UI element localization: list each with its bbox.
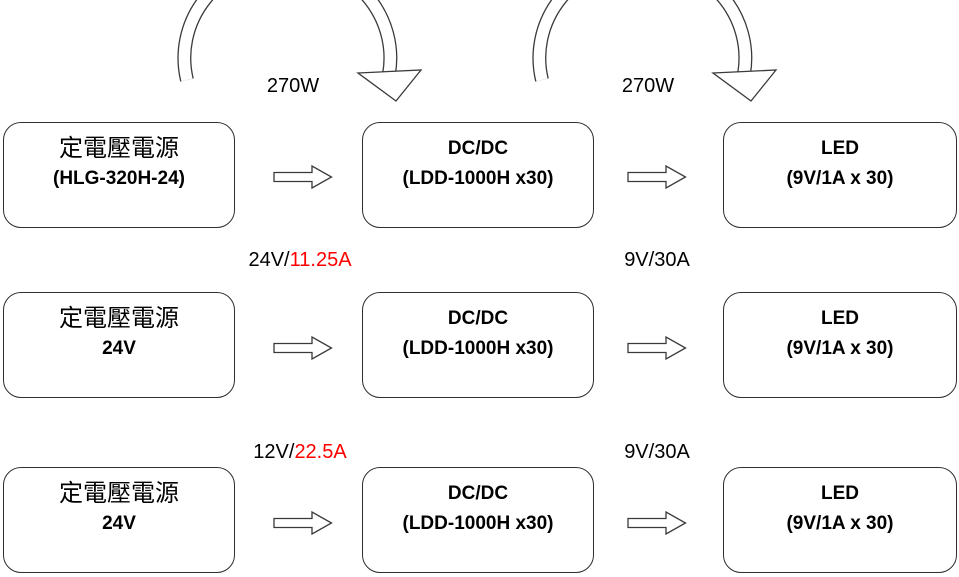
edge-label-black: 9V/30A: [624, 249, 690, 271]
flow-box-subtitle: (LDD-1000H x30): [402, 513, 554, 534]
flow-box-led-1: LED (9V/1A x 30): [723, 122, 957, 228]
flow-box-title: 定電壓電源: [59, 305, 179, 332]
right-arrow-icon: [627, 336, 687, 360]
edge-label-red: 22.5A: [294, 441, 347, 463]
flow-box-dcdc-3: DC/DC (LDD-1000H x30): [362, 467, 594, 573]
flow-box-led-3: LED (9V/1A x 30): [723, 467, 957, 573]
edge-label-red: 11.25A: [289, 249, 352, 271]
edge-label-black: 24V/: [248, 249, 290, 271]
edge-label-power-2: 270W: [563, 75, 733, 97]
flow-box-title: DC/DC: [447, 308, 509, 329]
right-arrow-icon: [627, 165, 687, 189]
flow-box-title: DC/DC: [447, 138, 509, 159]
flow-box-subtitle: (9V/1A x 30): [786, 513, 894, 534]
flow-box-subtitle: (HLG-320H-24): [53, 168, 185, 189]
flow-box-psu-1: 定電壓電源 (HLG-320H-24): [3, 122, 235, 228]
right-arrow-icon: [273, 336, 333, 360]
flow-box-subtitle: (LDD-1000H x30): [402, 168, 554, 189]
flow-box-subtitle: (LDD-1000H x30): [402, 338, 554, 359]
flow-box-psu-3: 定電壓電源 24V: [3, 467, 235, 573]
curved-arrow-icon: [532, 0, 778, 102]
flow-box-title: LED: [821, 483, 859, 504]
edge-label-output-3: 9V/30A: [572, 441, 742, 463]
curved-arrow-icon: [177, 0, 423, 102]
right-arrow-icon: [273, 165, 333, 189]
flow-box-psu-2: 定電壓電源 24V: [3, 292, 235, 398]
flow-box-subtitle: 24V: [102, 513, 136, 534]
edge-label-output-2: 9V/30A: [572, 249, 742, 271]
right-arrow-icon: [273, 511, 333, 535]
edge-label-black: 12V/: [253, 441, 295, 463]
edge-label-input-2: 24V/11.25A: [215, 249, 385, 271]
right-arrow-icon: [627, 511, 687, 535]
edge-label-input-3: 12V/22.5A: [215, 441, 385, 463]
edge-label-power-1: 270W: [208, 75, 378, 97]
flow-box-title: 定電壓電源: [59, 135, 179, 162]
flow-box-title: DC/DC: [447, 483, 509, 504]
flow-box-dcdc-1: DC/DC (LDD-1000H x30): [362, 122, 594, 228]
flow-box-led-2: LED (9V/1A x 30): [723, 292, 957, 398]
edge-label-black: 270W: [266, 75, 320, 97]
flow-box-dcdc-2: DC/DC (LDD-1000H x30): [362, 292, 594, 398]
flow-box-title: LED: [821, 138, 859, 159]
flow-box-subtitle: 24V: [102, 338, 136, 359]
edge-label-black: 9V/30A: [624, 441, 690, 463]
flow-box-subtitle: (9V/1A x 30): [786, 168, 894, 189]
flow-box-title: LED: [821, 308, 859, 329]
flow-box-title: 定電壓電源: [59, 480, 179, 507]
flow-box-subtitle: (9V/1A x 30): [786, 338, 894, 359]
edge-label-black: 270W: [621, 75, 675, 97]
